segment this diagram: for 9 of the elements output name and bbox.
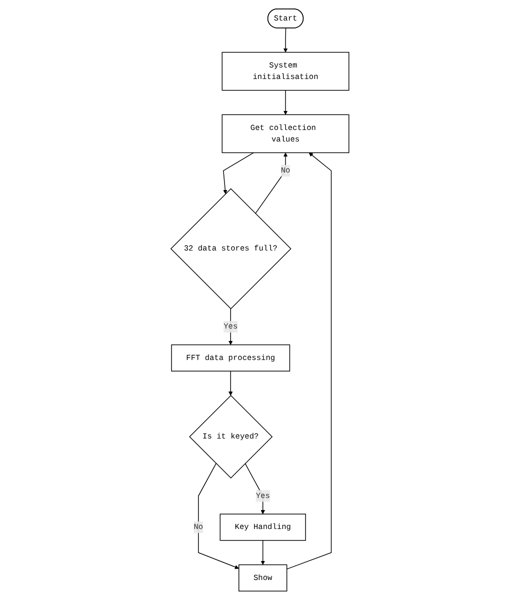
arrow	[286, 152, 332, 569]
arrow	[283, 89, 288, 114]
arrow	[198, 462, 240, 569]
arrow	[244, 462, 266, 514]
arrow	[223, 152, 254, 194]
arrow	[228, 370, 233, 396]
arrow	[283, 27, 288, 52]
arrow	[260, 540, 266, 564]
arrow	[255, 152, 288, 214]
